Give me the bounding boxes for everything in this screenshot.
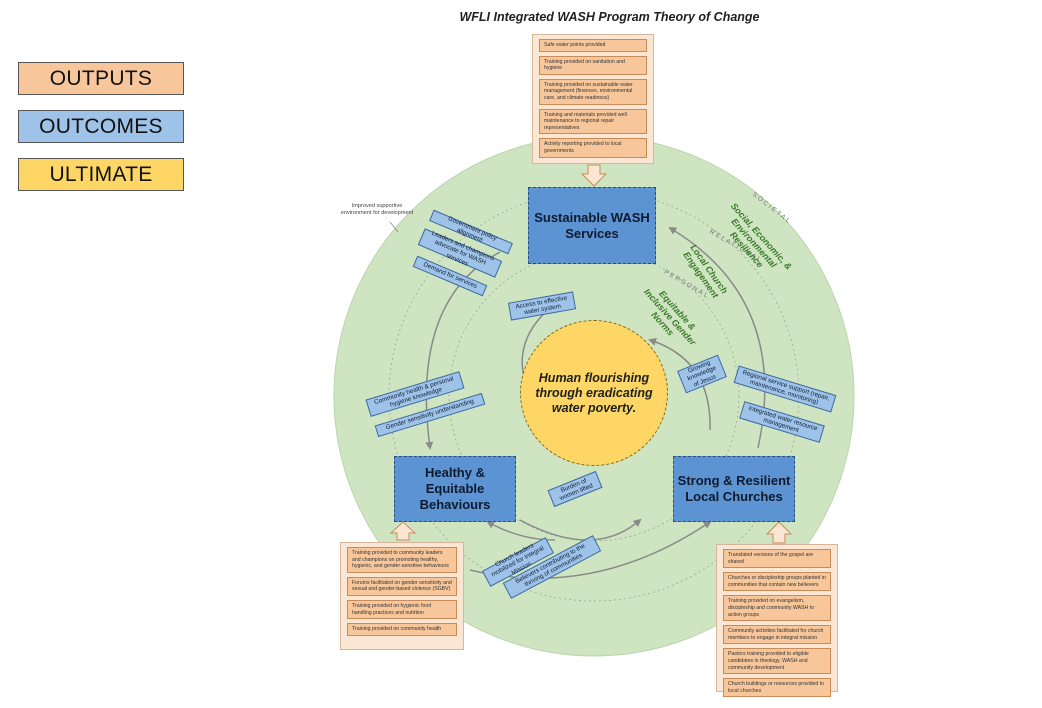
output-item: Training provided on sustainable water m… [539, 78, 647, 105]
output-item: Activity reporting provided to local gov… [539, 138, 647, 158]
supportive-note-connector [389, 221, 399, 233]
output-item: Churches or discipleship groups planted … [723, 572, 831, 592]
output-item: Training provided on community health [347, 623, 457, 636]
supportive-environment-note: Improved supportive environment for deve… [340, 203, 414, 216]
output-item: Training provided on evangelism, discipl… [723, 595, 831, 622]
personal-ring [448, 250, 740, 542]
output-item: Community activities facilitated for chu… [723, 625, 831, 645]
output-item: Training provided on hygienic food handl… [347, 599, 457, 620]
core-outcome-churches: Strong & Resilient Local Churches [673, 456, 795, 522]
ultimate-outcome: Human flourishing through eradicating wa… [520, 320, 668, 466]
output-item: Pastors training provided to eligible ca… [723, 648, 831, 675]
output-arrow-behaviours [389, 521, 417, 541]
legend-outcomes: OUTCOMES [18, 110, 184, 143]
ultimate-outcome-text: Human flourishing through eradicating wa… [535, 370, 653, 415]
output-item: Training provided on sanitation and hygi… [539, 55, 647, 75]
output-item: Translated versions of the gospel are sh… [723, 549, 831, 569]
output-item: Safe water points provided [539, 39, 647, 52]
output-item: Training and materials provided well mai… [539, 108, 647, 135]
core-outcome-wash: Sustainable WASH Services [528, 187, 656, 264]
legend-outputs: OUTPUTS [18, 62, 184, 95]
output-arrow-wash [580, 164, 608, 187]
outputs-panel-behaviours: Training provided to community leaders a… [340, 542, 464, 650]
outputs-panel-wash: Safe water points provided Training prov… [532, 34, 654, 164]
core-outcome-behaviours: Healthy & Equitable Behaviours [394, 456, 516, 522]
page-title: WFLI Integrated WASH Program Theory of C… [459, 10, 760, 24]
arrow-church-to-behaviours [486, 521, 556, 541]
output-item: Forums facilitated on gender sensitivity… [347, 576, 457, 596]
legend-ultimate: ULTIMATE [18, 158, 184, 191]
output-item: Church buildings or resources provided t… [723, 678, 831, 698]
output-arrow-churches [765, 521, 793, 544]
outputs-panel-churches: Translated versions of the gospel are sh… [716, 544, 838, 698]
output-item: Training provided to community leaders a… [347, 547, 457, 573]
